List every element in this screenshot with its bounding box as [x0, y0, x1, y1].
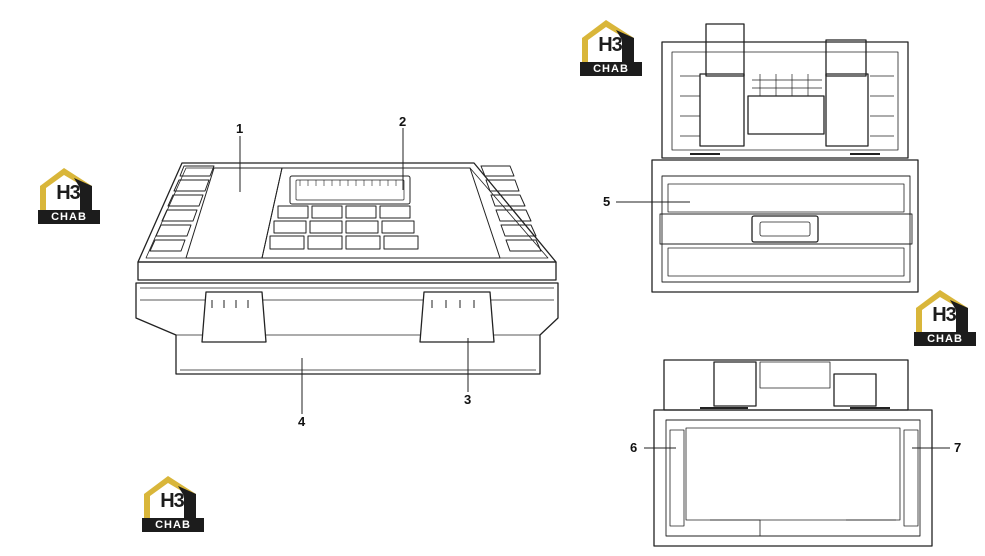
- logo-caption: CHAB: [580, 62, 642, 76]
- callout-5: 5: [603, 194, 611, 209]
- callout-2: 2: [399, 114, 407, 129]
- logo-letters: H3: [932, 304, 957, 326]
- closed-toolbox: [135, 162, 559, 375]
- callout-7: 7: [954, 440, 962, 455]
- watermark-logo: H3 CHAB: [576, 16, 646, 80]
- callout-1: 1: [236, 121, 244, 136]
- open-toolbox-top: [651, 23, 919, 293]
- left-grip-slots: [149, 165, 215, 252]
- logo-letters: H3: [598, 34, 623, 56]
- house-logo-icon: [582, 20, 634, 62]
- open-toolbox-bottom: [653, 359, 933, 547]
- logo-letters: H3: [56, 182, 81, 204]
- logo-caption: CHAB: [914, 332, 976, 346]
- house-logo-icon: [40, 168, 92, 210]
- leader-lines: [239, 128, 950, 449]
- callout-6: 6: [630, 440, 638, 455]
- callout-3: 3: [464, 392, 472, 407]
- latches: [201, 291, 495, 343]
- house-logo-icon: [916, 290, 968, 332]
- watermark-logo: H3 CHAB: [34, 164, 104, 228]
- watermark-logo: H3 CHAB: [138, 472, 208, 536]
- logo-caption: CHAB: [142, 518, 204, 532]
- logo-letters: H3: [160, 490, 185, 512]
- callout-4: 4: [298, 414, 306, 429]
- logo-caption: CHAB: [38, 210, 100, 224]
- house-logo-icon: [144, 476, 196, 518]
- lid-organizer: [261, 167, 501, 259]
- watermark-logo: H3 CHAB: [910, 286, 980, 350]
- right-grip-slots: [480, 165, 542, 252]
